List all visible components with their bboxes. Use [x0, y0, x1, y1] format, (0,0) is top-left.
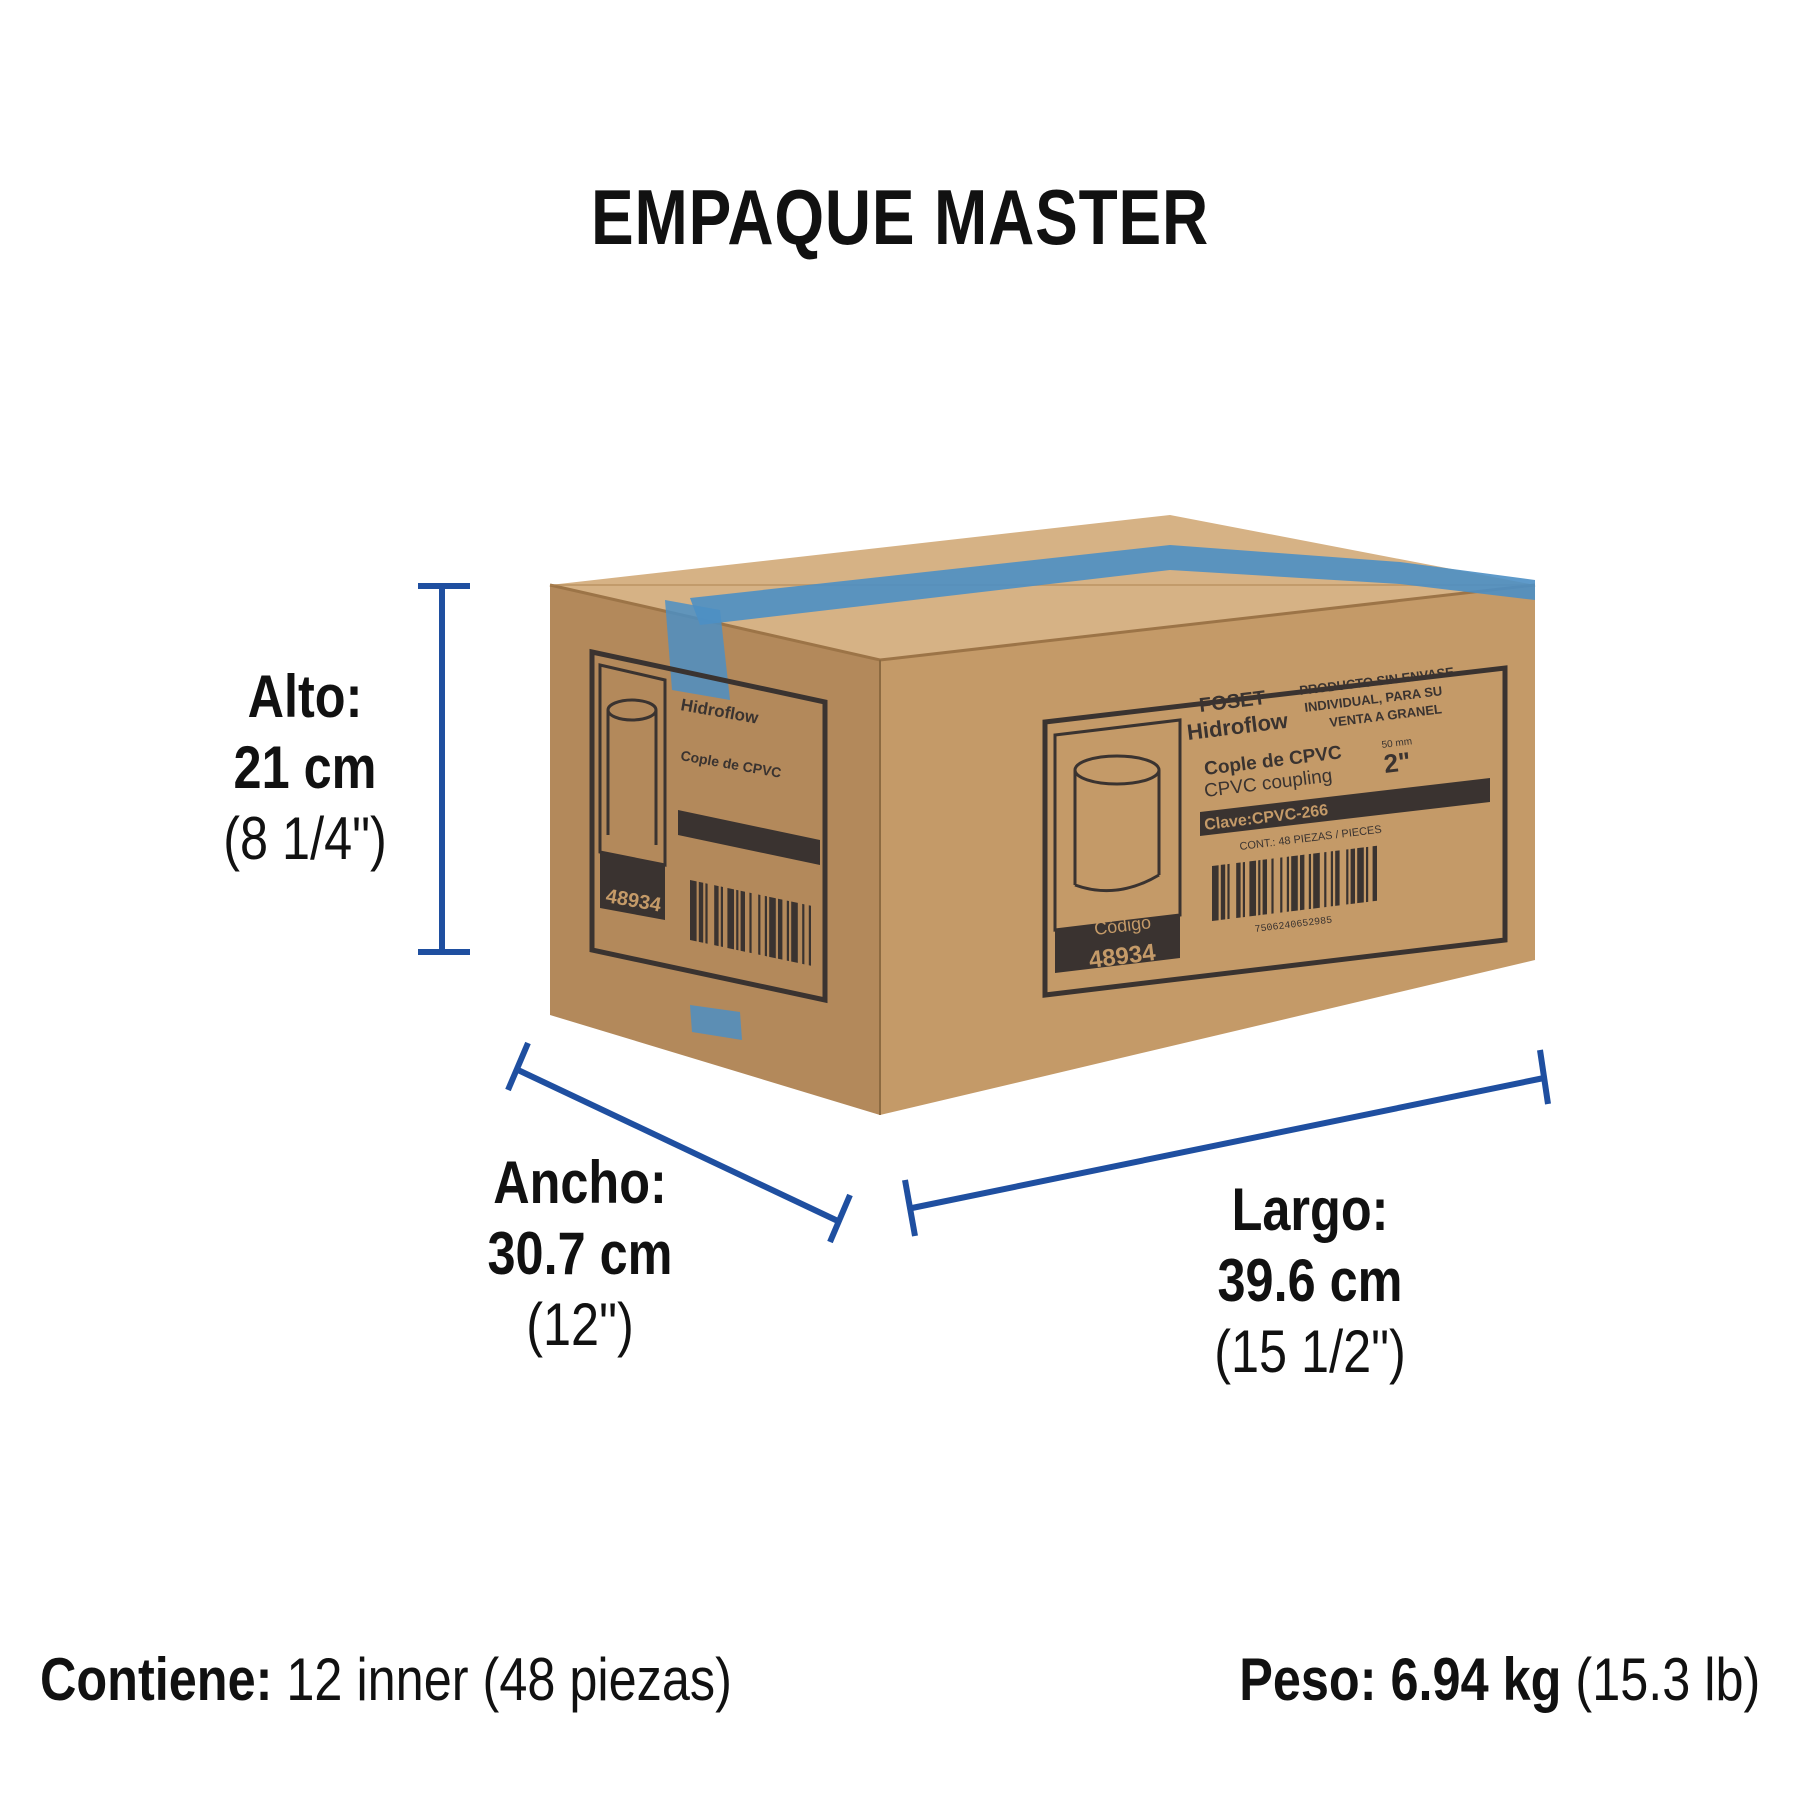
largo-measure-line: [902, 1049, 1551, 1237]
box-side-face: [550, 585, 880, 1115]
ancho-measure-line: [505, 1041, 853, 1244]
box-top-face: [550, 515, 1535, 660]
ancho-label: Ancho:: [493, 1149, 667, 1216]
codigo-band: [1055, 915, 1180, 973]
barcode-front: [1212, 845, 1378, 921]
contiene-value: 12 inner (48 piezas): [286, 1646, 732, 1713]
largo-dimension: Largo: 39.6 cm (15 1/2"): [1176, 1175, 1445, 1387]
alto-measure-line: [418, 583, 470, 955]
alto-metric: 21 cm: [233, 733, 377, 801]
side-label: [589, 648, 828, 1004]
peso-imperial: (15.3 lb): [1575, 1646, 1760, 1713]
size-mm: 50 mm: [1381, 736, 1413, 751]
packing-tape: [690, 545, 1535, 625]
alto-label: Alto:: [247, 663, 363, 730]
contiene-label: Contiene:: [40, 1646, 273, 1713]
alto-imperial: (8 1/4"): [223, 804, 387, 872]
ancho-metric: 30.7 cm: [487, 1219, 673, 1287]
largo-imperial: (15 1/2"): [1214, 1317, 1406, 1385]
peso-metric: 6.94 kg: [1390, 1646, 1562, 1713]
barcode-side: [690, 880, 812, 966]
ancho-imperial: (12"): [526, 1290, 634, 1358]
contents-summary: Contiene: 12 inner (48 piezas): [40, 1650, 732, 1710]
size-in: 2": [1382, 746, 1412, 779]
largo-label: Largo:: [1231, 1176, 1389, 1243]
clave-band: [1200, 778, 1490, 836]
box-front-face: [880, 585, 1535, 1115]
weight-summary: Peso: 6.94 kg (15.3 lb): [1239, 1650, 1760, 1710]
peso-label: Peso:: [1238, 1646, 1377, 1713]
largo-metric: 39.6 cm: [1217, 1246, 1403, 1314]
alto-dimension: Alto: 21 cm (8 1/4"): [183, 662, 427, 874]
page-title: EMPAQUE MASTER: [591, 173, 1209, 261]
ancho-dimension: Ancho: 30.7 cm (12"): [446, 1148, 715, 1360]
